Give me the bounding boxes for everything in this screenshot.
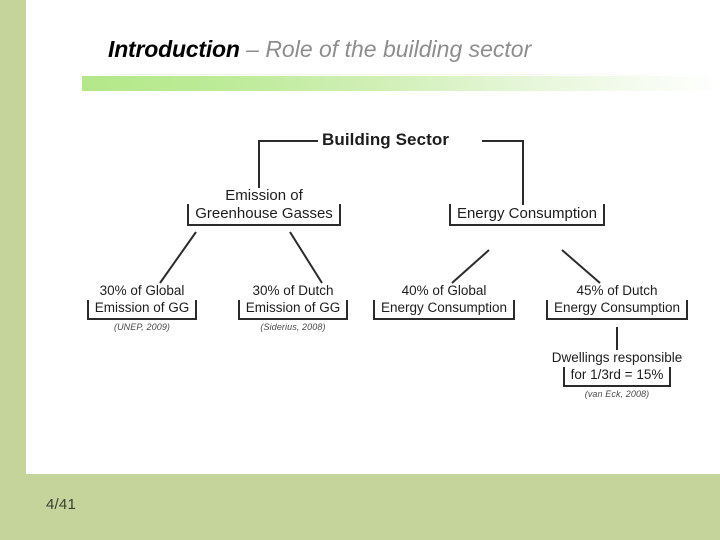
leaf3-boxed: Energy Consumption [380,299,508,315]
title-accent-bar [82,76,720,91]
diagram-root-label: Building Sector [322,130,450,149]
diagram-leaf-global-emission-gg: 30% of Global Emission of GG (UNEP, 2009… [72,283,212,332]
leaf2-citation: (Siderius, 2008) [260,321,326,332]
diagram-leaf-dwellings-responsible: Dwellings responsible for 1/3rd = 15% (v… [534,350,700,399]
node-ghg-bracket: Greenhouse Gasses [187,203,341,226]
diagram-leaf-dutch-emission-gg: 30% of Dutch Emission of GG (Siderius, 2… [222,283,364,332]
left-accent-sidebar [0,0,26,540]
diagram-leaf-dutch-energy-consumption: 45% of Dutch Energy Consumption [534,283,700,320]
page-title-strong: Introduction [108,36,240,62]
diagram-leaf-global-energy-consumption: 40% of Global Energy Consumption [366,283,522,320]
leaf3-above: 40% of Global [401,283,487,298]
leaf1-citation: (UNEP, 2009) [113,321,171,332]
node-ghg-line1: Emission of [225,187,303,204]
leaf4-above: 45% of Dutch [576,283,658,298]
diagram-node-energy-consumption: Energy Consumption [432,204,622,226]
title-rule [82,74,720,75]
leaf1-boxed: Emission of GG [94,299,190,315]
page-number: 4/41 [46,496,76,513]
leaf4-bracket: Energy Consumption [545,299,689,320]
node-energy-line2: Energy Consumption [456,205,598,222]
page-title-light: – Role of the building sector [239,36,532,62]
leaf5-above: Dwellings responsible [551,350,683,365]
connector-ghg-to-leaf2 [289,231,323,284]
footer-band [0,474,720,540]
connector-energy-to-leaf3 [451,249,490,284]
leaf2-boxed: Emission of GG [245,299,341,315]
connector-energy-to-leaf4 [561,249,601,284]
leaf5-citation: (van Eck, 2008) [584,388,650,399]
leaf1-above: 30% of Global [99,283,185,298]
leaf3-bracket: Energy Consumption [372,299,516,320]
leaf5-bracket: for 1/3rd = 15% [562,366,672,387]
leaf2-above: 30% of Dutch [252,283,334,298]
leaf2-bracket: Emission of GG [237,299,349,320]
node-energy-bracket: Energy Consumption [448,204,606,226]
connector-ghg-to-leaf1 [159,231,197,284]
page-title: Introduction – Role of the building sect… [108,36,531,62]
leaf1-bracket: Emission of GG [86,299,198,320]
leaf5-boxed: for 1/3rd = 15% [570,366,664,382]
node-ghg-line2: Greenhouse Gasses [195,204,333,222]
leaf4-boxed: Energy Consumption [553,299,681,315]
diagram-node-emission-of-greenhouse-gasses: Emission of Greenhouse Gasses [166,187,362,226]
